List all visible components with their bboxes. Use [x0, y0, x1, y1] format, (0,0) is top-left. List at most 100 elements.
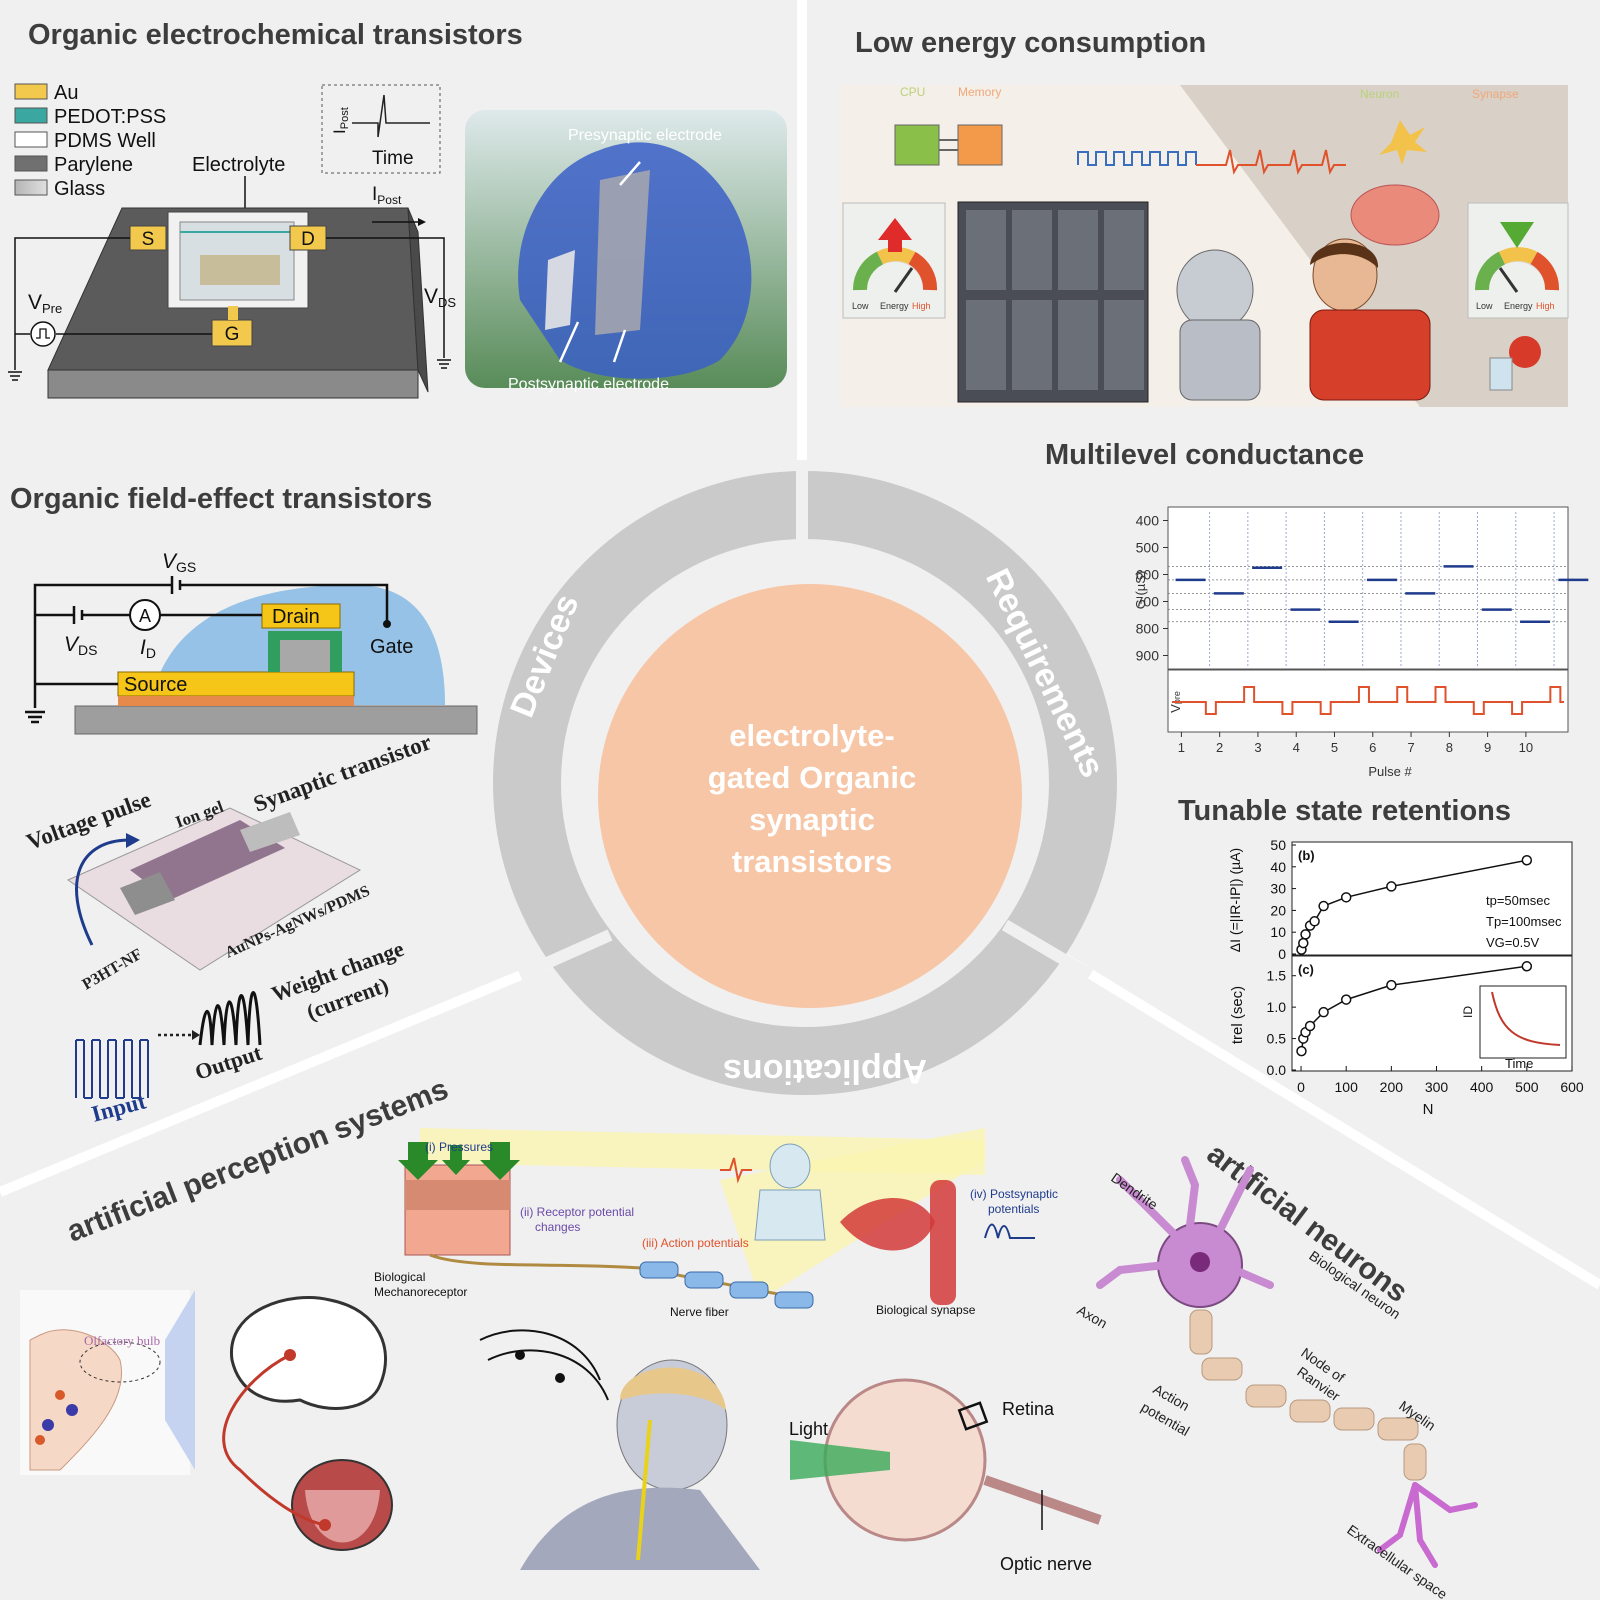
inset-y-label: ID — [1461, 1006, 1475, 1018]
ofet-source-label: Source — [124, 674, 187, 696]
x-tick-label: 9 — [1484, 740, 1491, 755]
c-y-tick-label: 1.0 — [1267, 999, 1287, 1015]
c-x-tick-label: 600 — [1560, 1079, 1584, 1095]
electrolyte-label: Electrolyte — [192, 154, 285, 176]
annotation-Tp: Tp=100msec — [1486, 914, 1562, 929]
annotation-vg: VG=0.5V — [1486, 935, 1539, 950]
nerve-fiber-label: Nerve fiber — [670, 1305, 729, 1319]
device-side — [47, 369, 419, 399]
vds-label-oect: VDS — [424, 285, 456, 310]
x-tick-label: 10 — [1519, 740, 1533, 755]
gauge-high-label-2: High — [1536, 301, 1555, 311]
gauge-energy-label-2: Energy — [1504, 301, 1533, 311]
vpre-label: VPre — [28, 291, 62, 316]
y-axis-label: G (µS) — [1133, 571, 1148, 610]
photo-pre-label: Presynaptic electrode — [568, 127, 722, 144]
x-tick-label: 3 — [1254, 740, 1261, 755]
energy-gauge-low-icon — [1474, 251, 1506, 291]
title-multilevel: Multilevel conductance — [1045, 439, 1364, 471]
title-low-energy: Low energy consumption — [855, 27, 1206, 59]
source-pad — [129, 225, 167, 251]
data-point — [1386, 881, 1397, 892]
panel-c-x-label: N — [1423, 1101, 1434, 1118]
data-point — [1309, 916, 1320, 927]
center-title: electrolyte- gated Organic synaptic tran… — [708, 718, 916, 879]
synapse-icon — [840, 1198, 935, 1251]
receptor-label: (ii) Receptor potential — [520, 1205, 634, 1219]
panel-b-y-label: ΔI (=|IR-IP|) (µA) — [1227, 848, 1243, 952]
y-tick-label: 400 — [1136, 513, 1160, 529]
x-axis-label: Pulse # — [1368, 764, 1412, 779]
panel-c-label: (c) — [1298, 962, 1314, 977]
energy-gauge-high-icon — [908, 251, 937, 291]
panel-b-label: (b) — [1298, 848, 1315, 863]
b-y-tick-label: 50 — [1270, 837, 1286, 853]
mechanoreceptor-label: Mechanoreceptor — [374, 1285, 467, 1299]
digital-pulse-train — [1077, 151, 1197, 166]
data-point — [1318, 900, 1329, 912]
x-tick-label: 2 — [1216, 740, 1223, 755]
memory-label: Memory — [958, 85, 1001, 99]
changes-label: changes — [535, 1220, 580, 1234]
drain-pad-label: D — [301, 229, 315, 250]
neuron-label: Neuron — [1360, 87, 1399, 101]
data-point — [1340, 994, 1352, 1005]
vpre-trace — [1172, 686, 1564, 715]
x-tick-label: 5 — [1331, 740, 1338, 755]
data-point — [1298, 937, 1309, 949]
light-beam-icon — [790, 1440, 890, 1480]
decay-curve — [1491, 991, 1561, 1046]
data-point — [1340, 892, 1352, 903]
pulse-arrow — [75, 838, 131, 946]
data-point — [1300, 929, 1311, 940]
up-arrow-icon — [878, 218, 912, 252]
robot-icon — [1176, 249, 1254, 331]
conductance-levels — [1175, 512, 1589, 669]
y-tick-label: 500 — [1136, 540, 1160, 556]
output-spikes-icon — [198, 991, 262, 1046]
annotation-tp: tp=50msec — [1486, 893, 1550, 908]
oect-legend: Au PEDOT:PSS PDMS Well Parylene Glass — [14, 82, 166, 200]
data-point — [1521, 855, 1533, 866]
retina-label: Retina — [1002, 1399, 1055, 1419]
center-line-3: synaptic — [749, 802, 875, 837]
center-line-4: transistors — [732, 844, 892, 879]
olfactory-bulb-icon — [79, 1341, 161, 1383]
axon-myelin-icon — [1189, 1309, 1427, 1481]
cpu-label: CPU — [900, 85, 925, 99]
inset-ipost-label: IPost — [330, 107, 351, 134]
c-y-tick-label: 1.5 — [1267, 968, 1287, 984]
c-x-tick-label: 500 — [1515, 1079, 1539, 1095]
central-ring — [493, 460, 1117, 1095]
y-tick-label: 900 — [1136, 648, 1160, 664]
ofet-vds-label: VDS — [64, 633, 97, 658]
gauge-energy-label: Energy — [880, 301, 909, 311]
y-tick-label: 600 — [1136, 567, 1160, 583]
c-x-tick-label: 200 — [1380, 1079, 1404, 1095]
neuron-sketch-icon — [1379, 120, 1427, 165]
pressure-arrow-icon — [398, 1142, 438, 1180]
center-disc — [598, 584, 1022, 1008]
device-photo: Presynaptic electrode Postsynaptic elect… — [465, 110, 787, 393]
legend-pdms: PDMS Well — [54, 130, 156, 152]
gauge-low-label-2: Low — [1476, 301, 1493, 311]
c-x-tick-label: 100 — [1335, 1079, 1359, 1095]
center-line-1: electrolyte- — [729, 718, 894, 753]
b-y-tick-label: 30 — [1270, 881, 1286, 897]
data-point — [1318, 1006, 1329, 1018]
dendrites-icon — [1096, 1156, 1274, 1289]
ammeter-icon — [129, 599, 161, 631]
memory-chip-icon — [957, 124, 1003, 166]
c-y-tick-label: 0.0 — [1267, 1062, 1287, 1078]
optic-nerve-label: Optic nerve — [1000, 1554, 1092, 1574]
data-point — [1386, 979, 1397, 991]
bio-synapse-label: Biological synapse — [876, 1303, 976, 1317]
ofet-gate-label: Gate — [370, 636, 413, 658]
x-tick-label: 6 — [1369, 740, 1376, 755]
apple-icon — [1509, 336, 1541, 368]
device-substrate — [66, 807, 362, 971]
